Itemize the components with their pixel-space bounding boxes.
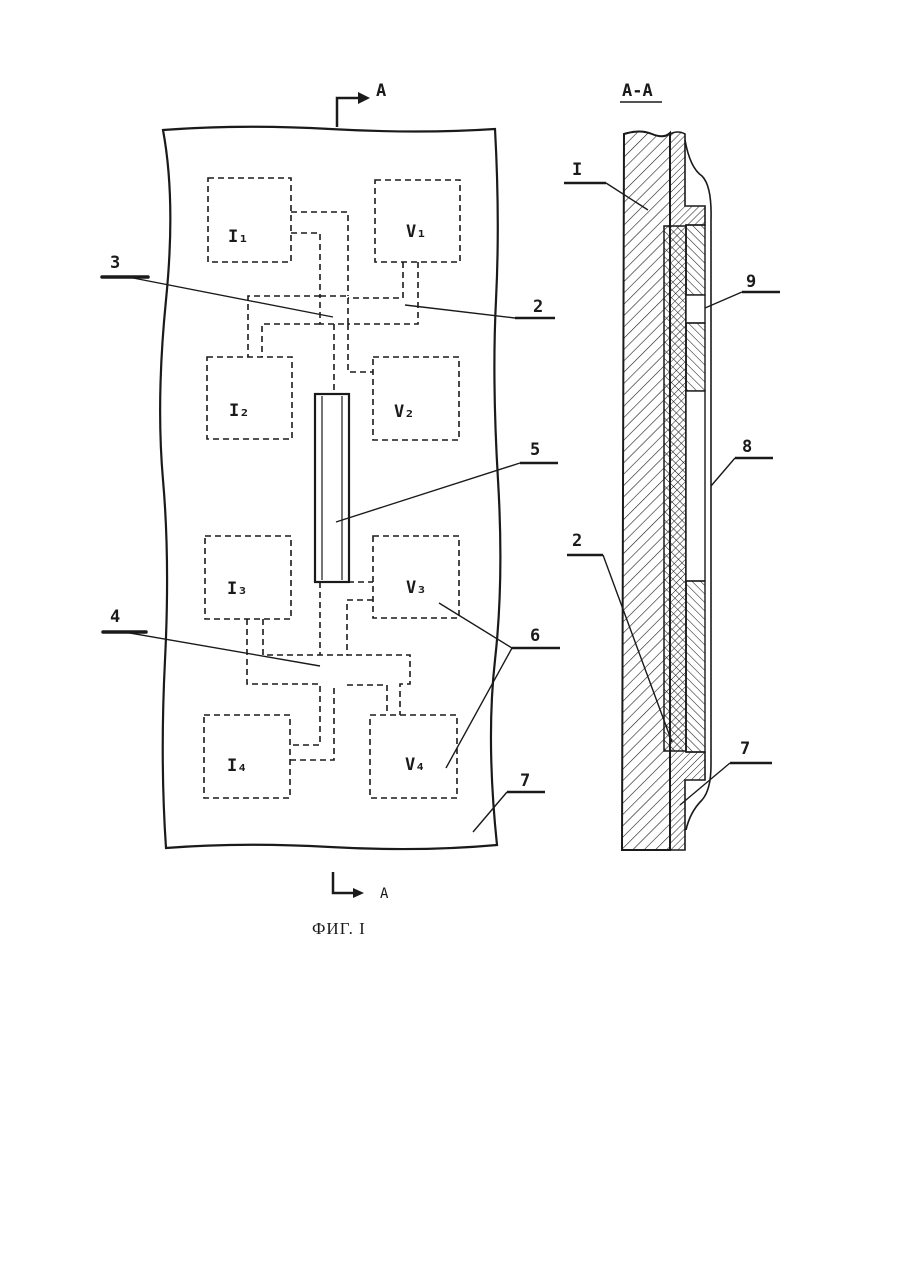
callout-6: 6 bbox=[530, 626, 540, 646]
section-callout-8: 8 bbox=[742, 437, 752, 457]
callout-3: 3 bbox=[110, 253, 120, 273]
pad-label-i3: I₃ bbox=[227, 579, 247, 599]
callout-7: 7 bbox=[520, 771, 530, 791]
figure-caption: ФИГ. I bbox=[312, 919, 366, 938]
pad-label-v4: V₄ bbox=[405, 755, 425, 775]
slot-element bbox=[315, 394, 349, 582]
callout-2: 2 bbox=[533, 297, 543, 317]
section-title: A-A bbox=[622, 81, 653, 101]
plan-view: A A bbox=[102, 81, 560, 938]
substrate-section bbox=[622, 132, 670, 851]
section-mark-top: A bbox=[376, 81, 386, 101]
section-callout-7: 7 bbox=[740, 739, 750, 759]
section-callout-2: 2 bbox=[572, 531, 582, 551]
pad-label-i2: I₂ bbox=[229, 401, 249, 421]
pad-label-v3: V₃ bbox=[406, 578, 426, 598]
pad-label-v2: V₂ bbox=[394, 402, 414, 422]
section-callout-9: 9 bbox=[746, 272, 756, 292]
callout-4: 4 bbox=[110, 607, 120, 627]
pad-label-v1: V₁ bbox=[406, 222, 426, 242]
section-arrow-bottom bbox=[333, 872, 353, 893]
section-callout-1: I bbox=[572, 160, 582, 180]
section-view: A-A I 9 8 2 7 bbox=[564, 81, 780, 850]
pad-label-i1: I₁ bbox=[228, 227, 248, 247]
section-mark-bottom: A bbox=[380, 886, 389, 902]
pad-label-i4: I₄ bbox=[227, 756, 247, 776]
callout-5: 5 bbox=[530, 440, 540, 460]
section-arrow-top bbox=[337, 98, 358, 127]
